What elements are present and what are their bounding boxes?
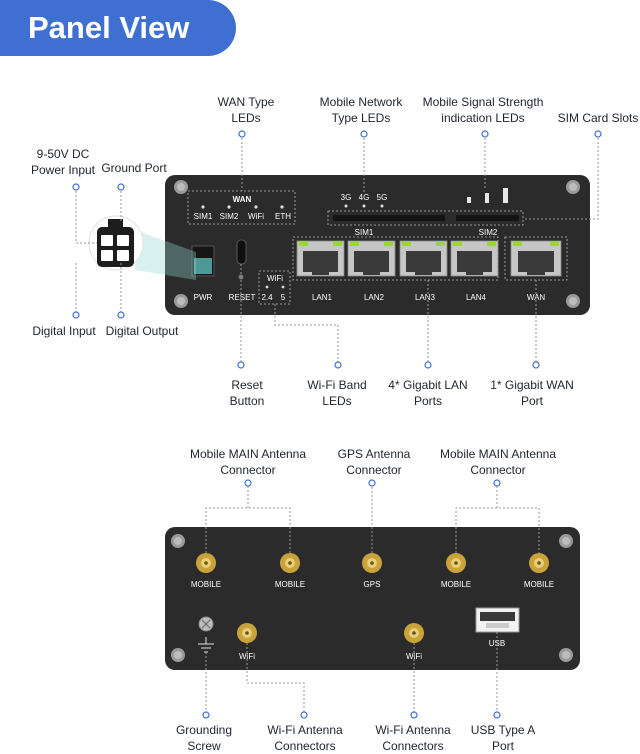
reset-marker <box>237 361 245 369</box>
mobile-antenna-3[interactable] <box>446 553 466 573</box>
sim2-led-label: SIM2 <box>220 212 239 221</box>
mobile-3-label: MOBILE <box>441 580 471 589</box>
5g-led-label: 5G <box>377 193 388 202</box>
mobile-left-marker <box>244 479 252 487</box>
usb-label: USB <box>489 639 505 648</box>
mobile-2-label: MOBILE <box>275 580 305 589</box>
signal-bar-2 <box>485 193 489 203</box>
mobile-antenna-1[interactable] <box>196 553 216 573</box>
front-panel: WAN SIM1 SIM2 WiFi ETH 3G 4G 5G SIM1 SIM… <box>165 175 590 315</box>
wifi-leds-marker <box>334 361 342 369</box>
ground-port-marker <box>117 183 125 191</box>
sim-card-slots-label: SIM Card Slots <box>557 111 639 125</box>
wifi-antenna-2[interactable] <box>404 623 424 643</box>
digital-input-marker <box>72 311 80 319</box>
digital-input-label: Digital Input <box>32 324 96 338</box>
signal-bar-3 <box>503 188 508 203</box>
4g-led-label: 4G <box>359 193 370 202</box>
ground-port-label: Ground Port <box>101 161 167 175</box>
eth-led-label: ETH <box>275 212 291 221</box>
mobile-antenna-4[interactable] <box>529 553 549 573</box>
wifi-antenna-1[interactable] <box>237 623 257 643</box>
wifi-band-label: WiFi <box>267 274 283 283</box>
lan2-port[interactable] <box>347 240 396 277</box>
wan-led-group-label: WAN <box>233 195 252 204</box>
usb-port[interactable] <box>475 607 520 633</box>
sim2-slot-label: SIM2 <box>479 228 498 237</box>
power-input-marker <box>72 183 80 191</box>
signal-leds-marker <box>481 130 489 138</box>
usb-marker <box>493 711 501 719</box>
mobile-4-label: MOBILE <box>524 580 554 589</box>
mobile-1-label: MOBILE <box>191 580 221 589</box>
sim1-slot-label: SIM1 <box>355 228 374 237</box>
lan3-port[interactable] <box>399 240 448 277</box>
digital-output-label: Digital Output <box>105 324 179 338</box>
wifi-led-label: WiFi <box>248 212 264 221</box>
sim1-slot[interactable] <box>333 215 445 221</box>
mobile-right-marker <box>493 479 501 487</box>
sim1-led-label: SIM1 <box>194 212 213 221</box>
wan-port-marker <box>532 361 540 369</box>
lan1-port[interactable] <box>296 240 345 277</box>
network-leds-marker <box>360 130 368 138</box>
reset-button[interactable] <box>236 239 247 265</box>
gps-antenna[interactable] <box>362 553 382 573</box>
lan4-label: LAN4 <box>466 293 487 302</box>
power-connector-zoom <box>97 219 134 267</box>
wifi-right-marker <box>410 711 418 719</box>
3g-led-label: 3G <box>341 193 352 202</box>
sim-slots-marker <box>594 130 602 138</box>
signal-bar-1 <box>467 197 471 203</box>
gps-marker <box>368 479 376 487</box>
gps-label: GPS <box>364 580 381 589</box>
digital-output-marker <box>117 311 125 319</box>
lan-marker <box>424 361 432 369</box>
lan3-label: LAN3 <box>415 293 436 302</box>
wan-leds-marker <box>238 130 246 138</box>
grounding-marker <box>202 711 210 719</box>
grounding-screw[interactable] <box>198 616 214 632</box>
band-5-label: 5 <box>281 293 286 302</box>
ground-symbol-icon <box>198 637 214 653</box>
lan2-label: LAN2 <box>364 293 385 302</box>
band-24-label: 2.4 <box>261 293 273 302</box>
wan-port[interactable] <box>510 240 562 277</box>
sim2-slot[interactable] <box>456 215 519 221</box>
reset-label: RESET <box>229 293 256 302</box>
pwr-label: PWR <box>194 293 213 302</box>
back-panel: MOBILE MOBILE GPS MOBILE MOBILE WiFi WiF… <box>165 527 580 670</box>
mobile-antenna-2[interactable] <box>280 553 300 573</box>
lan4-port[interactable] <box>450 240 499 277</box>
panel-view-banner: Panel View <box>0 0 236 56</box>
lan1-label: LAN1 <box>312 293 333 302</box>
wifi-left-marker <box>300 711 308 719</box>
